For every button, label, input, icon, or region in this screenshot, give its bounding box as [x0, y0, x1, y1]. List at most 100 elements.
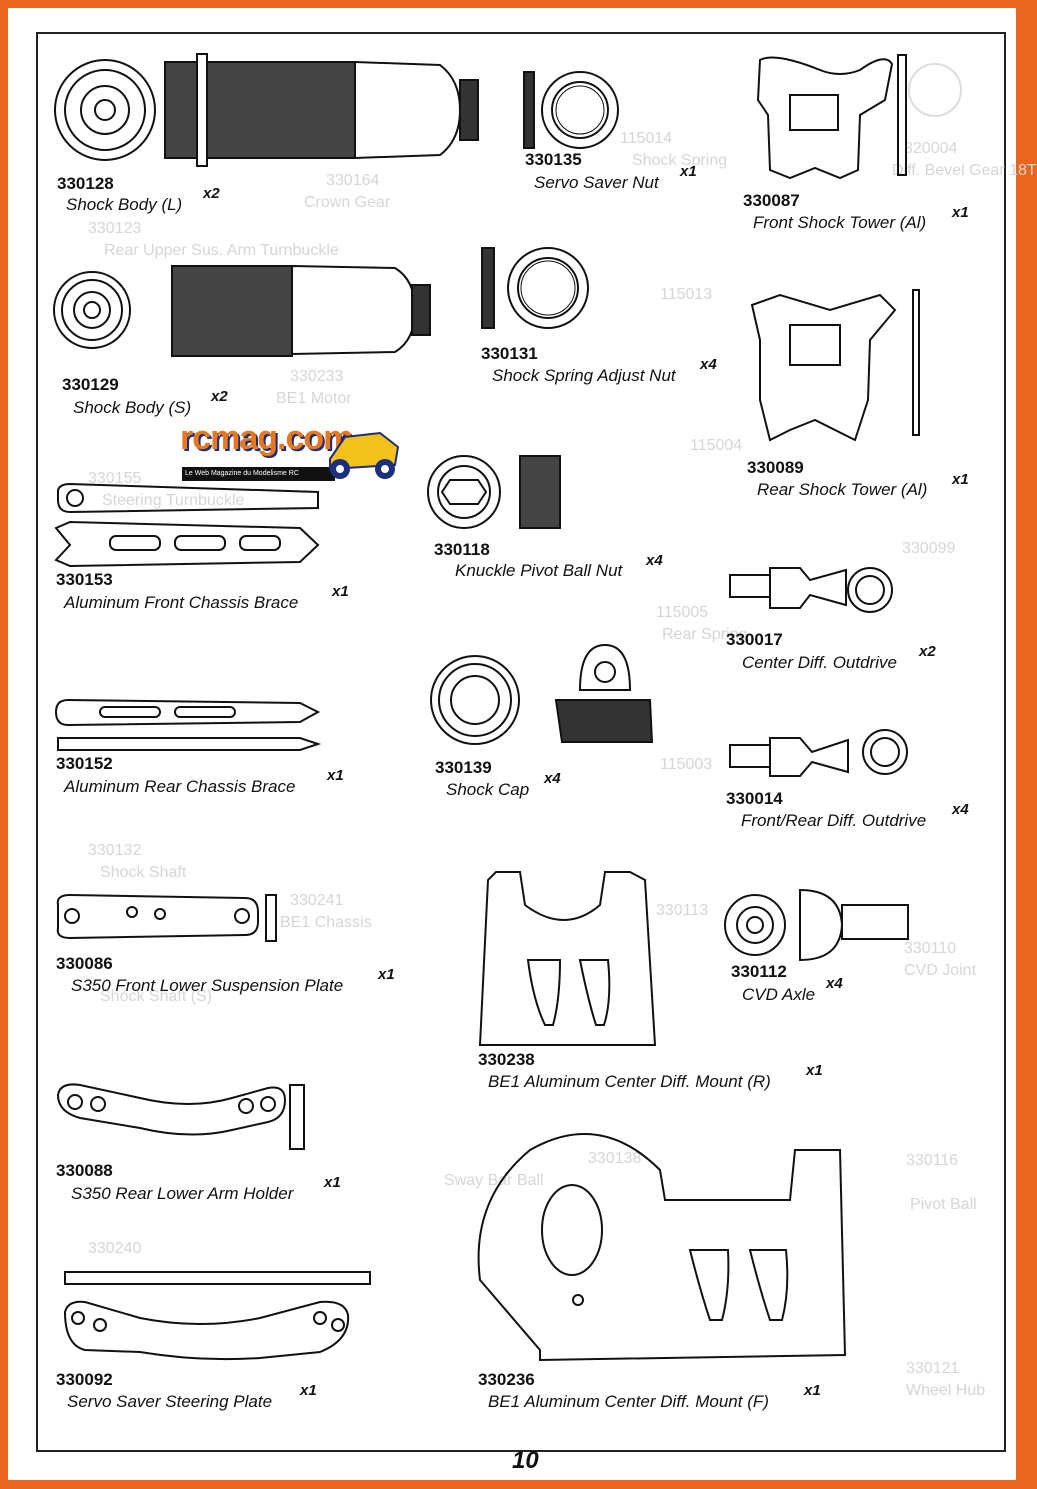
part-quantity: x4	[826, 975, 843, 992]
part-quantity: x1	[806, 1062, 823, 1079]
part-name: Servo Saver Steering Plate	[67, 1392, 273, 1411]
part-name: Shock Body (L)	[66, 195, 183, 214]
part-quantity: x1	[300, 1382, 317, 1399]
part-name: Servo Saver Nut	[534, 173, 659, 192]
ghost-text: 330240	[88, 1240, 142, 1257]
knuckle-pivot-ball-nut-drawing	[427, 455, 561, 529]
part-name: Front Shock Tower (Al)	[753, 213, 927, 232]
part-number: 330128	[57, 174, 114, 193]
part-quantity: x4	[544, 770, 561, 787]
part-name: Shock Body (S)	[73, 398, 192, 417]
part-quantity: x1	[952, 204, 969, 221]
part-quantity: x1	[332, 583, 349, 600]
part-number: 330088	[56, 1161, 113, 1180]
page-frame	[36, 32, 1006, 1452]
part-name: Center Diff. Outdrive	[742, 653, 897, 672]
ghost-text: 330116	[906, 1152, 959, 1169]
ghost-text: Sway Bar Ball	[444, 1172, 544, 1189]
ghost-text: 330138	[588, 1150, 642, 1167]
part-name: Knuckle Pivot Ball Nut	[455, 561, 623, 580]
part-name: Aluminum Rear Chassis Brace	[64, 777, 296, 796]
servo-saver-steering-plate-drawing	[63, 1271, 371, 1361]
ghost-text: CVD Joint	[904, 962, 977, 979]
ghost-text: 330099	[902, 540, 956, 557]
front-shock-tower-drawing	[756, 54, 962, 180]
part-number: 330014	[726, 789, 783, 808]
ghost-text: Pivot Ball	[910, 1196, 977, 1213]
part-number: 330017	[726, 630, 783, 649]
part-number: 330129	[62, 375, 119, 394]
part-quantity: x1	[327, 767, 344, 784]
ghost-text: Diff. Bevel Gear 18T	[892, 162, 1037, 179]
center-diff-mount-f-drawing	[477, 1133, 847, 1362]
part-number: 330131	[481, 344, 538, 363]
part-quantity: x4	[700, 356, 717, 373]
front-rear-diff-outdrive-drawing	[729, 729, 908, 777]
ghost-text: 330164	[326, 172, 380, 189]
ghost-text: Steering Turnbuckle	[102, 492, 245, 509]
part-quantity: x4	[952, 801, 969, 818]
ghost-text: 330233	[290, 368, 344, 385]
ghost-text: 330155	[88, 470, 142, 487]
rear-chassis-brace-drawing	[54, 698, 322, 751]
logo-tagline: Le Web Magazine du Modelisme RC	[182, 467, 335, 481]
center-diff-outdrive-drawing	[729, 567, 893, 613]
ghost-text: 330110	[904, 940, 957, 957]
cvd-axle-drawing	[724, 888, 909, 962]
part-name: Rear Shock Tower (Al)	[757, 480, 928, 499]
ghost-text: Rear Upper Sus. Arm Turnbuckle	[104, 242, 339, 259]
ghost-text: 330121	[906, 1360, 960, 1377]
part-number: 330238	[478, 1050, 535, 1069]
ghost-text: 115005	[656, 604, 709, 621]
shock-body-s-drawing	[53, 264, 431, 357]
part-number: 330089	[747, 458, 804, 477]
ghost-text: 115013	[660, 286, 713, 303]
part-name: S350 Rear Lower Arm Holder	[71, 1184, 294, 1203]
front-lower-suspension-plate-drawing	[56, 893, 277, 942]
part-name: CVD Axle	[742, 985, 816, 1004]
ghost-text: BE1 Motor	[276, 390, 352, 407]
part-name: Shock Spring Adjust Nut	[492, 366, 676, 385]
ghost-text: Crown Gear	[304, 194, 391, 211]
part-quantity: x1	[378, 966, 395, 983]
shock-body-l-drawing	[54, 53, 479, 167]
part-number: 330139	[435, 758, 492, 777]
part-number: 330092	[56, 1370, 113, 1389]
ghost-text: 320004	[904, 140, 958, 157]
part-name: Aluminum Front Chassis Brace	[64, 593, 299, 612]
part-quantity: x1	[804, 1382, 821, 1399]
part-number: 330087	[743, 191, 800, 210]
rcmag-logo: rcmag.com Le Web Magazine du Modelisme R…	[180, 419, 404, 483]
center-diff-mount-r-drawing	[478, 871, 657, 1046]
ghost-text: Shock Shaft	[100, 864, 187, 881]
part-name: BE1 Aluminum Center Diff. Mount (F)	[488, 1392, 769, 1411]
shock-spring-adjust-nut-drawing	[481, 247, 589, 329]
part-quantity: x1	[952, 471, 969, 488]
part-number: 330153	[56, 570, 113, 589]
part-quantity: x2	[203, 185, 220, 202]
rear-lower-arm-holder-drawing	[56, 1083, 305, 1150]
part-number: 330152	[56, 754, 113, 773]
ghost-text: 115004	[690, 437, 743, 454]
ghost-text: 115014	[620, 130, 673, 147]
ghost-text: 115003	[660, 756, 713, 773]
part-number: 330086	[56, 954, 113, 973]
part-name: Front/Rear Diff. Outdrive	[741, 811, 927, 830]
part-quantity: x2	[211, 388, 228, 405]
ghost-text: Shock Shaft (S)	[100, 988, 213, 1005]
part-quantity: x1	[324, 1174, 341, 1191]
shock-cap-drawing	[430, 643, 654, 745]
servo-saver-nut-drawing	[523, 71, 619, 149]
part-number: 330112	[731, 962, 787, 981]
part-number: 330236	[478, 1370, 535, 1389]
part-name: Shock Cap	[446, 780, 530, 799]
part-name: S350 Front Lower Suspension Plate	[71, 976, 344, 995]
logo-wordmark: rcmag.com	[180, 419, 353, 457]
page-number: 10	[512, 1447, 539, 1474]
part-quantity: x1	[680, 163, 697, 180]
ghost-text: 330241	[290, 892, 344, 909]
part-name: BE1 Aluminum Center Diff. Mount (R)	[488, 1072, 771, 1091]
rc-car-icon	[329, 431, 400, 479]
part-number: 330135	[525, 150, 582, 169]
